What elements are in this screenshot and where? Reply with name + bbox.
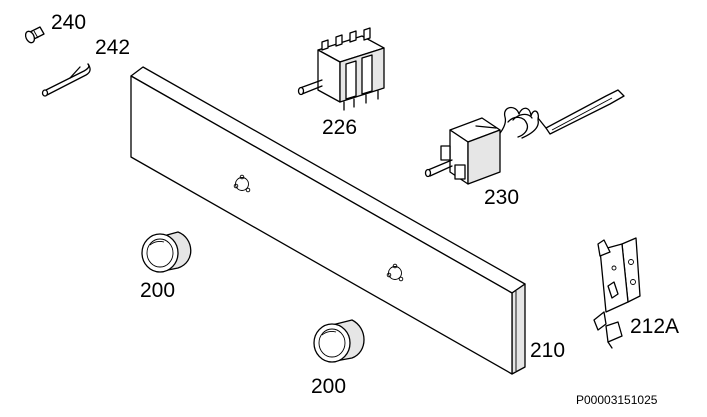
spring-pin-icon bbox=[41, 63, 91, 97]
screw-icon bbox=[24, 26, 45, 44]
drawing-code: P00003151025 bbox=[576, 393, 658, 407]
part-label-210: 210 bbox=[530, 339, 565, 362]
bracket-icon bbox=[593, 237, 641, 349]
part-label-212A: 212A bbox=[630, 315, 679, 338]
part-label-200-bottom: 200 bbox=[311, 375, 346, 398]
control-panel-icon bbox=[130, 66, 526, 375]
part-label-230: 230 bbox=[484, 186, 519, 209]
part-label-240: 240 bbox=[51, 11, 86, 34]
knob-icon bbox=[141, 231, 192, 273]
knob-icon bbox=[313, 319, 365, 363]
part-label-226: 226 bbox=[322, 116, 357, 139]
switch-icon bbox=[297, 27, 385, 111]
part-label-200-left: 200 bbox=[140, 279, 175, 302]
part-label-242: 242 bbox=[95, 36, 130, 59]
thermostat-icon bbox=[424, 89, 625, 185]
